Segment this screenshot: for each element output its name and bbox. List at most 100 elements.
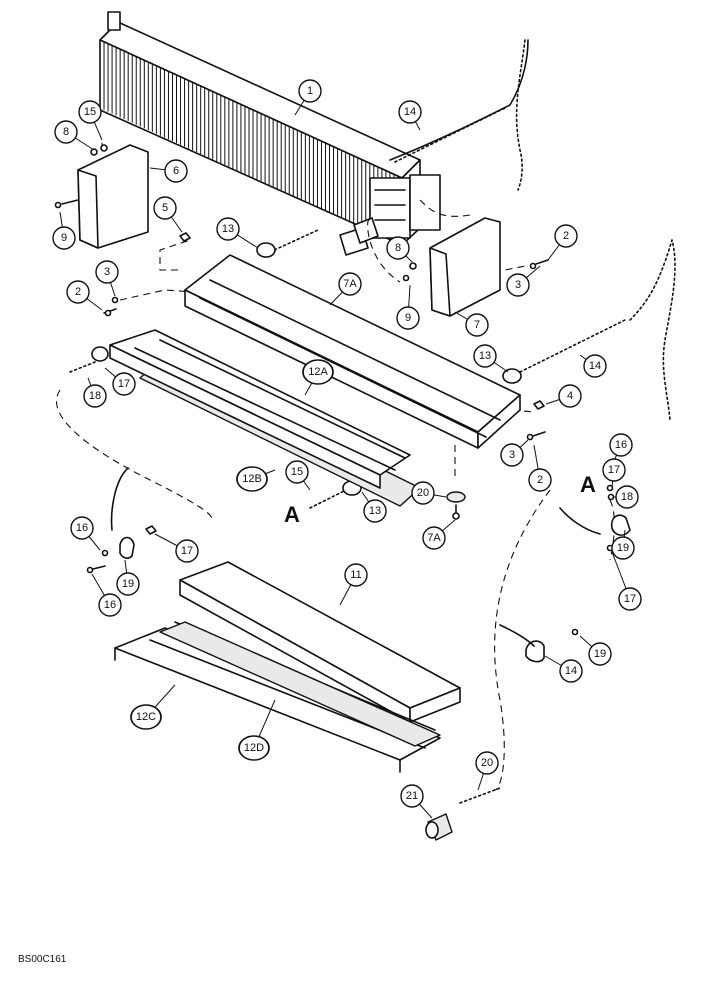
clamp-13-right [502,368,522,384]
callout-17: 17 [611,551,642,611]
callout-2: 2 [528,444,552,492]
callout-1: 1 [294,79,322,116]
callout-3: 3 [95,260,119,297]
svg-text:2: 2 [563,230,569,242]
svg-text:9: 9 [61,232,67,244]
svg-text:3: 3 [515,279,521,291]
callout-16: 16 [70,516,101,551]
svg-text:7A: 7A [427,532,441,544]
callout-14: 14 [579,354,607,378]
callout-12c: 12C [130,684,176,730]
svg-text:19: 19 [594,648,606,660]
svg-text:14: 14 [404,106,416,118]
svg-text:18: 18 [621,491,633,503]
svg-text:14: 14 [589,360,601,372]
callout-17: 17 [154,533,199,563]
callout-17: 17 [602,458,626,488]
svg-text:1: 1 [307,85,313,97]
svg-text:15: 15 [84,106,96,118]
hose-14-upper [389,39,529,191]
heater-core [99,11,441,256]
svg-text:9: 9 [405,312,411,324]
callout-8: 8 [386,236,413,263]
svg-text:12A: 12A [308,366,328,378]
callout-19: 19 [611,529,635,560]
hose-13-top [256,229,319,258]
callout-11: 11 [339,563,368,606]
callout-layer: 11586951314823977A3212A1314417183212B151… [52,79,642,819]
svg-text:2: 2 [75,286,81,298]
svg-text:12C: 12C [136,711,156,723]
callout-3: 3 [500,439,529,467]
section-marker-a-right: A [580,472,596,497]
callout-2: 2 [66,280,103,311]
svg-text:16: 16 [615,439,627,451]
callout-5: 5 [153,196,183,233]
svg-text:18: 18 [89,390,101,402]
bracket-5 [429,217,501,317]
callout-14: 14 [544,655,583,683]
callout-16: 16 [91,573,122,617]
svg-text:3: 3 [104,266,110,278]
callout-20: 20 [475,751,499,791]
svg-text:11: 11 [350,569,361,581]
callout-19: 19 [116,559,140,596]
callout-7a: 7A [422,519,456,550]
filter-tray-12 [109,329,421,507]
svg-text:8: 8 [395,242,401,254]
hose-15-middle [309,480,362,509]
svg-text:8: 8 [63,126,69,138]
bracket-6 [77,144,149,249]
callout-12b: 12B [236,466,276,492]
callout-3: 3 [506,265,541,297]
svg-text:7: 7 [474,319,480,331]
callout-7: 7 [454,311,489,337]
hose-14-lower [519,239,676,421]
svg-text:17: 17 [624,593,636,605]
arrows [110,467,601,647]
drawing-code: BS00C161 [18,954,67,965]
callout-19: 19 [579,635,612,666]
svg-text:3: 3 [509,449,515,461]
callout-12d: 12D [238,699,276,761]
svg-text:16: 16 [76,522,88,534]
callout-12a: 12A [302,359,334,396]
svg-text:6: 6 [173,165,179,177]
svg-text:2: 2 [537,474,543,486]
callout-7a: 7A [329,272,362,306]
callout-13: 13 [216,217,259,249]
svg-text:15: 15 [291,466,303,478]
filter-frame-12C [114,621,441,773]
callout-14: 14 [398,100,422,131]
section-marker-a-left: A [284,502,300,527]
callout-20: 20 [411,481,447,505]
callout-15: 15 [285,460,311,491]
callout-18: 18 [613,485,639,509]
svg-text:12D: 12D [244,742,264,754]
svg-text:13: 13 [369,505,381,517]
hose-15-bottom [425,787,501,841]
svg-text:20: 20 [481,757,493,769]
callout-9: 9 [396,284,420,330]
svg-text:7A: 7A [343,278,357,290]
svg-text:19: 19 [617,542,629,554]
svg-text:19: 19 [122,578,134,590]
svg-text:17: 17 [608,464,620,476]
svg-text:5: 5 [162,202,168,214]
callout-21: 21 [400,784,433,819]
callout-18: 18 [83,377,107,408]
svg-text:13: 13 [479,350,491,362]
callout-17: 17 [104,367,136,396]
callout-2: 2 [547,224,578,261]
callout-9: 9 [52,211,76,250]
callout-8: 8 [54,120,95,151]
svg-text:4: 4 [567,390,573,402]
callout-13: 13 [361,491,387,523]
svg-text:12B: 12B [242,473,262,485]
svg-text:17: 17 [118,378,130,390]
callout-15: 15 [78,100,103,141]
callout-4: 4 [545,384,582,408]
svg-text:17: 17 [181,545,193,557]
hose-16-left [69,346,109,373]
